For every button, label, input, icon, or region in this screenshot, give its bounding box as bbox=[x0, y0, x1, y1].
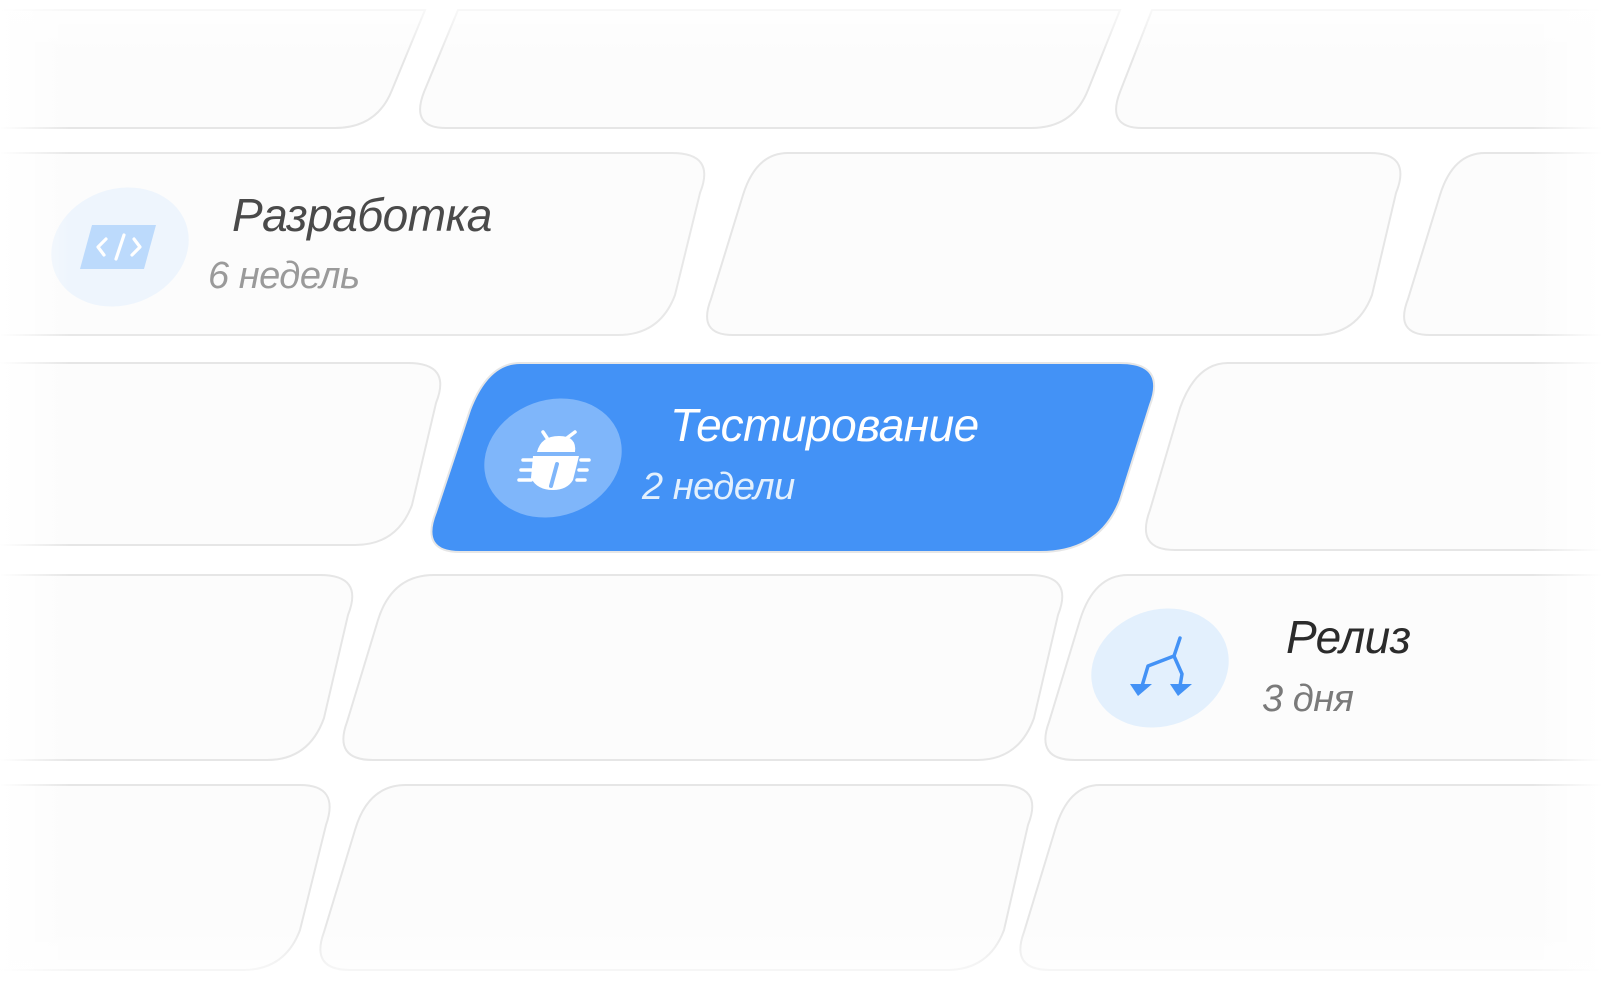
stage-title: Тестирование bbox=[670, 399, 979, 451]
empty-tile bbox=[342, 574, 1064, 761]
stage-duration: 6 недель bbox=[208, 255, 360, 297]
branch-merge-icon bbox=[1130, 636, 1192, 696]
stage-duration: 3 дня bbox=[1262, 678, 1354, 720]
empty-tile bbox=[0, 9, 427, 129]
empty-tile bbox=[0, 362, 442, 546]
stage-duration: 2 недели bbox=[642, 466, 795, 508]
empty-tile bbox=[1403, 152, 1602, 336]
stage-title: Разработка bbox=[232, 189, 492, 241]
bug-icon bbox=[517, 430, 591, 490]
empty-tile bbox=[706, 152, 1402, 336]
empty-tile bbox=[1019, 784, 1602, 971]
stage-tile-testing bbox=[430, 362, 1156, 553]
release-icon-blob bbox=[1091, 608, 1229, 728]
empty-tile bbox=[319, 784, 1034, 971]
stage-tile-development bbox=[0, 152, 706, 336]
empty-tile bbox=[1115, 9, 1602, 129]
empty-tile bbox=[419, 9, 1122, 129]
empty-tile bbox=[1145, 362, 1602, 551]
code-icon bbox=[80, 225, 156, 269]
stage-title: Релиз bbox=[1286, 611, 1411, 663]
empty-tile bbox=[0, 784, 331, 971]
empty-tile bbox=[0, 574, 354, 761]
